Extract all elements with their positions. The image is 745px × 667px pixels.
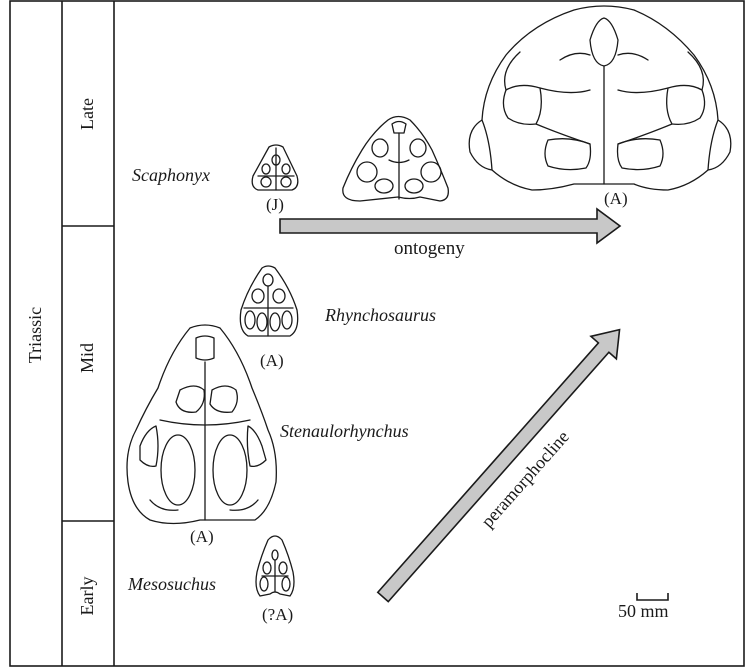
stenaulorhynchus-skull xyxy=(127,325,276,524)
rhynchosaurus-skull xyxy=(240,266,297,336)
taxon-label-scaphonyx: Scaphonyx xyxy=(132,166,210,184)
stage-label-stenaulorhynchus: (A) xyxy=(190,528,214,545)
figure-border xyxy=(10,1,744,666)
scaphonyx-subadult-skull xyxy=(343,117,449,202)
epoch-label-early: Early xyxy=(78,566,98,626)
stage-label-mesosuchus: (?A) xyxy=(262,606,293,623)
ontogeny-label: ontogeny xyxy=(394,239,465,258)
mesosuchus-skull xyxy=(256,536,294,596)
scaphonyx-adult-skull xyxy=(469,6,731,190)
scaphonyx-juvenile-skull xyxy=(252,145,298,190)
scale-bar-label: 50 mm xyxy=(618,602,669,620)
stage-label-scaphonyx-adult: (A) xyxy=(604,190,628,207)
epoch-label-late: Late xyxy=(78,84,98,144)
period-label-triassic: Triassic xyxy=(26,301,46,369)
epoch-label-mid: Mid xyxy=(78,328,98,388)
taxon-label-stenaulorhynchus: Stenaulorhynchus xyxy=(280,422,409,440)
peramorphocline-arrow xyxy=(370,318,632,608)
stage-label-scaphonyx-juvenile: (J) xyxy=(266,196,284,213)
scale-bar xyxy=(637,593,668,600)
stage-label-rhynchosaurus: (A) xyxy=(260,352,284,369)
taxon-label-rhynchosaurus: Rhynchosaurus xyxy=(325,306,436,324)
taxon-label-mesosuchus: Mesosuchus xyxy=(128,575,216,593)
